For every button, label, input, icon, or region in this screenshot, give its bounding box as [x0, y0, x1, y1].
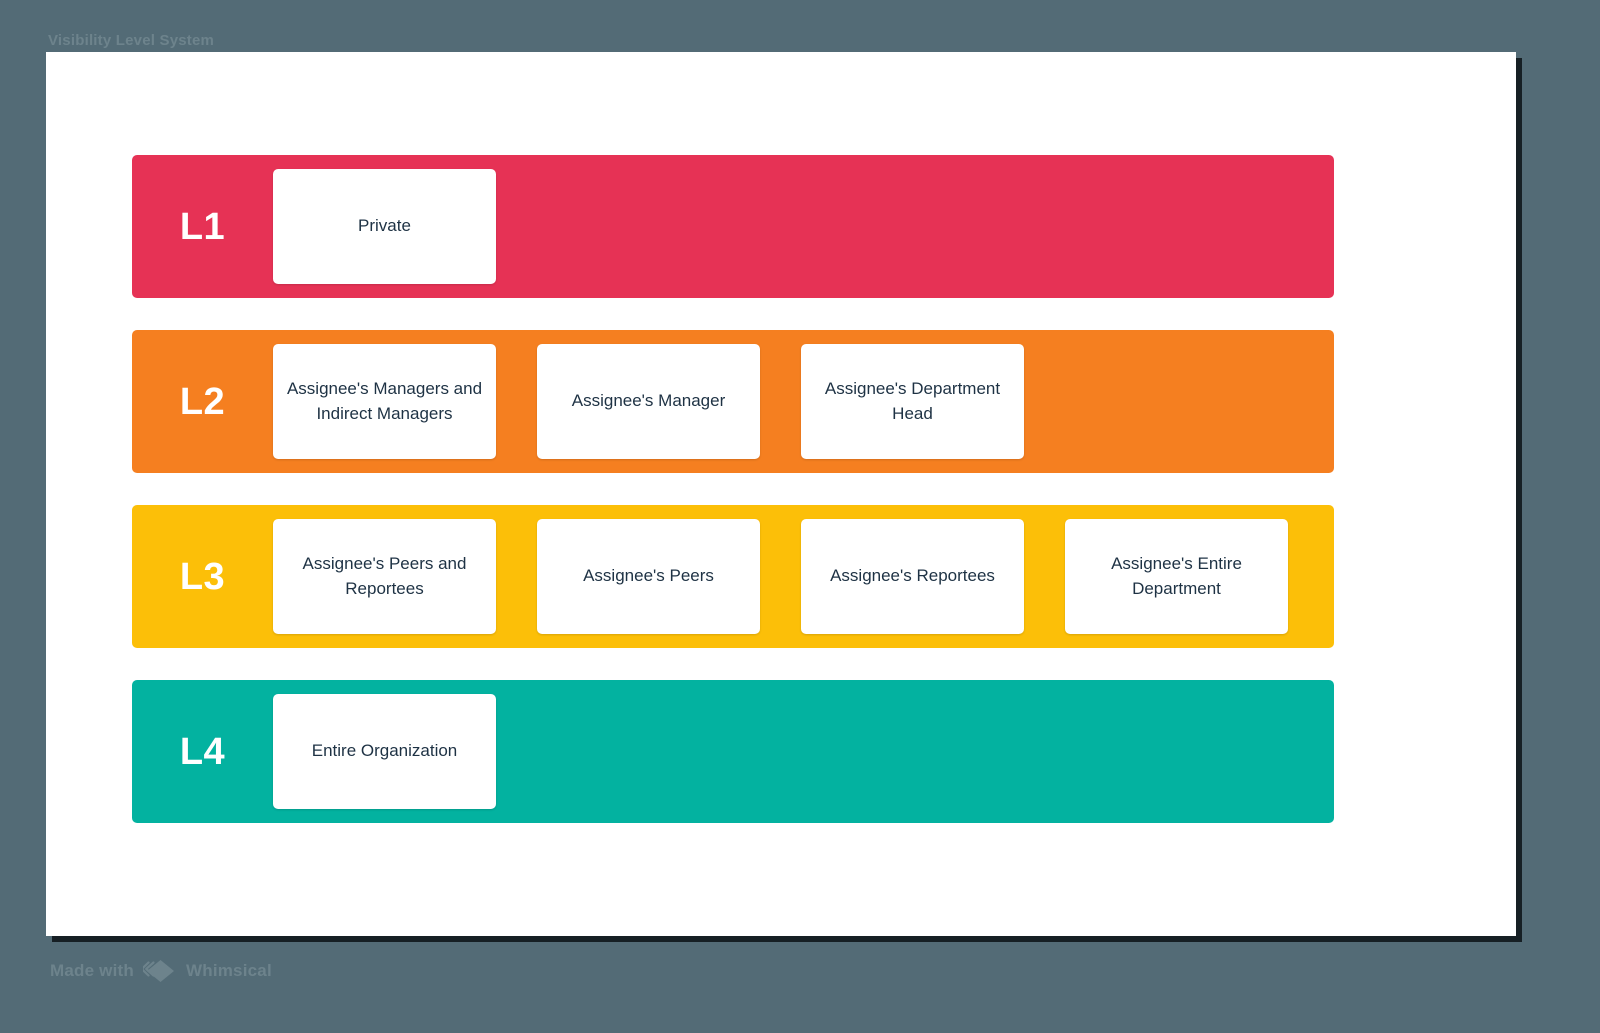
level-row-l2[interactable]: L2 Assignee's Managers and Indirect Mana… [132, 330, 1334, 473]
card-assignees-reportees[interactable]: Assignee's Reportees [801, 519, 1024, 634]
card-assignees-peers[interactable]: Assignee's Peers [537, 519, 760, 634]
card-assignees-manager[interactable]: Assignee's Manager [537, 344, 760, 459]
card-assignees-entire-department[interactable]: Assignee's Entire Department [1065, 519, 1288, 634]
card-assignees-peers-and-reportees[interactable]: Assignee's Peers and Reportees [273, 519, 496, 634]
card-assignees-managers-and-indirect-managers[interactable]: Assignee's Managers and Indirect Manager… [273, 344, 496, 459]
level-row-l1[interactable]: L1 Private [132, 155, 1334, 298]
level-label-l4: L4 [179, 730, 226, 773]
level-label-l2: L2 [179, 380, 226, 423]
footer-attribution: Made with Whimsical [50, 958, 272, 984]
levels-container: L1 Private L2 Assignee's Managers and In… [132, 155, 1334, 823]
level-cards-l3: Assignee's Peers and Reportees Assignee'… [273, 505, 1304, 648]
page-title: Visibility Level System [48, 32, 215, 49]
level-cards-l1: Private [273, 155, 512, 298]
level-label-l1: L1 [179, 205, 226, 248]
whimsical-diamond-icon [142, 958, 177, 984]
level-cards-l4: Entire Organization [273, 680, 512, 823]
level-row-l3[interactable]: L3 Assignee's Peers and Reportees Assign… [132, 505, 1334, 648]
card-private[interactable]: Private [273, 169, 496, 284]
diagram-canvas: L1 Private L2 Assignee's Managers and In… [46, 52, 1516, 936]
level-cards-l2: Assignee's Managers and Indirect Manager… [273, 330, 1040, 473]
card-assignees-department-head[interactable]: Assignee's Department Head [801, 344, 1024, 459]
footer-brand-label: Whimsical [185, 961, 272, 980]
card-entire-organization[interactable]: Entire Organization [273, 694, 496, 809]
level-row-l4[interactable]: L4 Entire Organization [132, 680, 1334, 823]
footer-made-with-label: Made with [50, 961, 134, 980]
level-label-l3: L3 [179, 555, 226, 598]
